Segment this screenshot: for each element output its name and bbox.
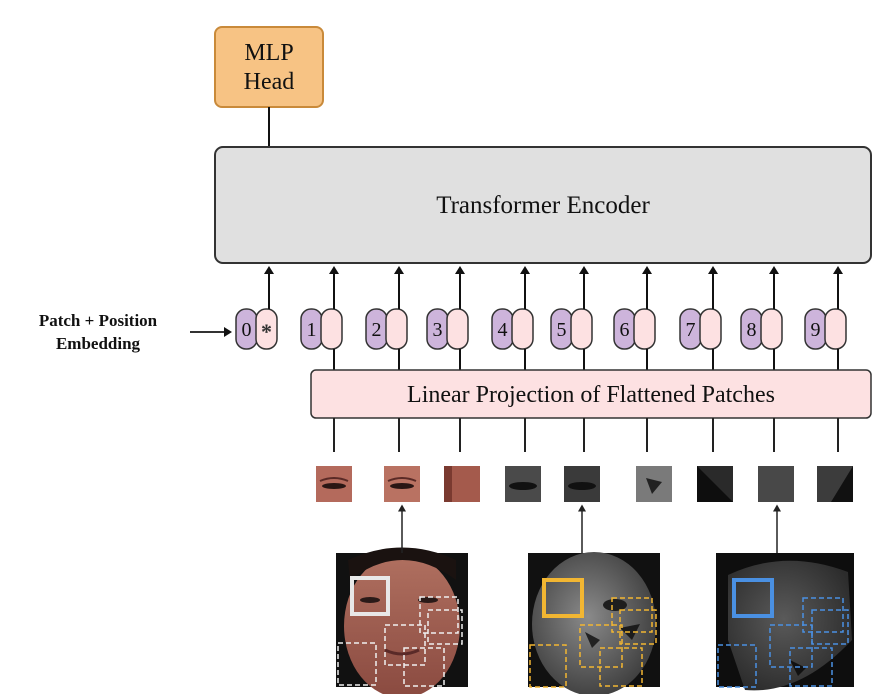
token-8: 8 [740,308,783,350]
patch-embedding-pill [699,308,722,350]
patch-embedding-pill [760,308,783,350]
patch-connector-lines [333,418,839,452]
token-arrows [264,266,843,370]
patch-embedding-pill [824,308,847,350]
token-1: 1 [300,308,343,350]
patch-thumbnail-6 [636,466,672,502]
token-9: 9 [804,308,847,350]
token-0: 0* [235,308,278,350]
patch-thumbnail-7 [697,466,733,502]
rgb-highlight-box [350,576,390,616]
embedding-label-line2: Embedding [56,334,141,353]
position-index-label: 7 [686,319,696,341]
patch-embedding-pill [511,308,534,350]
position-index-label: 6 [620,319,630,341]
patch-embedding-pill [446,308,469,350]
patch-embedding-pill [320,308,343,350]
position-index-label: 1 [307,319,317,341]
patch-thumbnail-3 [444,466,480,502]
transformer-encoder-box: Transformer Encoder [214,146,872,264]
position-index-label: 8 [747,319,757,341]
rgb-face-image [336,547,468,698]
normal-face-image [716,553,854,691]
token-4: 4 [491,308,534,350]
patch-thumbnail-5 [564,466,600,502]
patch-thumbnail-1 [316,466,352,502]
position-index-label: 4 [498,319,508,341]
mlp-head-box: MLP Head [214,26,324,108]
patch-thumbnail-4 [505,466,541,502]
position-index-label: 5 [557,319,567,341]
patch-thumbnail-8 [758,466,794,502]
depth-face-image [528,552,660,696]
patch-thumbnail-2 [384,466,420,502]
patch-embedding-pill [633,308,656,350]
token-3: 3 [426,308,469,350]
depth-highlight-box [542,578,584,618]
position-index-label: 9 [811,319,821,341]
token-7: 7 [679,308,722,350]
position-index-label: 0 [242,319,252,341]
position-index-label: 2 [372,319,382,341]
patch-embedding-pill [255,308,278,350]
token-6: 6 [613,308,656,350]
mlp-head-label-line2: Head [244,69,295,95]
embedding-label-line1: Patch + Position [39,311,158,330]
patch-thumbnails [316,466,853,502]
transformer-encoder-label: Transformer Encoder [436,192,650,219]
embedding-label: Patch + Position Embedding [39,311,232,353]
token-2: 2 [365,308,408,350]
class-token-symbol: * [261,319,272,344]
patch-embedding-pill [570,308,593,350]
patch-thumbnail-9 [817,466,853,502]
position-index-label: 3 [433,319,443,341]
token-5: 5 [550,308,593,350]
patch-embedding-pill [385,308,408,350]
mlp-head-label-line1: MLP [244,40,293,66]
normal-highlight-box [732,578,774,618]
linear-projection-label: Linear Projection of Flattened Patches [407,382,775,408]
linear-projection-box: Linear Projection of Flattened Patches [310,369,872,419]
